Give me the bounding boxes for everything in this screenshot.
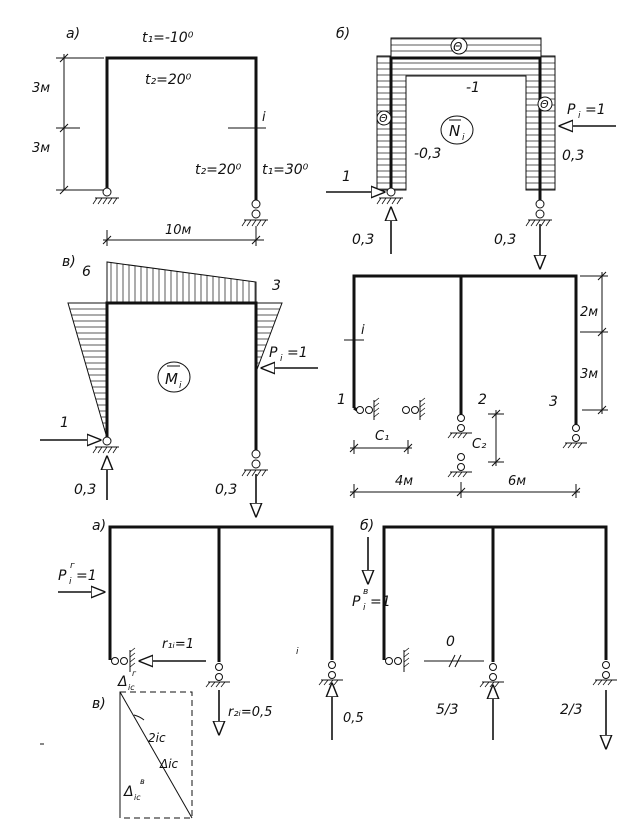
svg-text:1: 1: [60, 415, 69, 431]
value-minus-03: -0,3: [414, 146, 441, 162]
svg-text:i: i: [296, 647, 299, 657]
dim-10m: 10м: [165, 223, 192, 238]
svg-text:2/3: 2/3: [560, 702, 583, 718]
moment-left-area: [67, 302, 108, 439]
reaction-left-value: 0,3: [352, 232, 374, 248]
svg-text:Δ: Δ: [117, 674, 128, 690]
panel-multispan-frame: i 1 2 3 С₁ С₂: [337, 271, 608, 498]
reaction-r1-label: r₁ᵢ=1: [162, 637, 194, 652]
left-force-label: 1: [342, 169, 351, 185]
svg-text:г: г: [132, 669, 137, 678]
reaction-r2-label: r₂ᵢ=0,5: [228, 705, 272, 720]
minus-circle-left: [376, 110, 392, 126]
minus-circle-top: [450, 37, 468, 55]
svg-text:3м: 3м: [580, 367, 598, 382]
frame-b: [389, 56, 542, 200]
svg-text:6м: 6м: [508, 474, 526, 489]
svg-text:=1: =1: [585, 102, 606, 118]
svg-text:i: i: [280, 354, 283, 364]
temp-t1-top: t₁=-10⁰: [142, 30, 194, 46]
svg-text:0,3: 0,3: [74, 482, 96, 498]
dim-3m-upper: 3м: [32, 81, 50, 96]
temp-t2-top: t₂=20⁰: [145, 72, 192, 88]
svg-text:г: г: [70, 561, 75, 571]
panel-v-moment-diagram: в) 6 3 M i P i =1 1 0,3 0,3: [40, 254, 318, 516]
frame-a2: [108, 525, 334, 662]
panel-b2-vertical-unit-load: б) P в i =1 0 5/3 2/3: [352, 518, 617, 748]
frame-b2: [382, 525, 608, 662]
svg-text:С₁: С₁: [375, 429, 389, 444]
svg-text:i: i: [578, 111, 581, 121]
value-minus-1: -1: [466, 80, 480, 96]
svg-text:0,3: 0,3: [215, 482, 237, 498]
svg-text:в: в: [363, 587, 368, 597]
n-diagram-area: [376, 37, 556, 191]
panel-a2-horizontal-unit-load: а) P г i =1 r₁ᵢ=1 r₂ᵢ=0,5 0,5 i: [58, 518, 364, 740]
roller-support-right-bottom: [251, 209, 261, 219]
label-a: а): [66, 26, 80, 42]
svg-text:1: 1: [337, 392, 346, 408]
svg-text:в): в): [92, 696, 106, 712]
svg-text:2: 2: [478, 392, 487, 408]
svg-text:i: i: [179, 381, 182, 391]
zero-reaction: 0: [446, 634, 455, 650]
dim-3m-lower: 3м: [32, 141, 50, 156]
moment-value-3: 3: [272, 278, 281, 294]
moment-value-6: 6: [82, 264, 91, 280]
svg-text:2ic: 2ic: [148, 731, 166, 745]
svg-text:Θ: Θ: [453, 40, 463, 54]
svg-text:i: i: [69, 577, 72, 587]
svg-text:Θ: Θ: [540, 98, 549, 111]
temp-t2-bottom: t₂=20⁰: [195, 162, 242, 178]
frame-a: [105, 56, 258, 200]
panel-b-normal-force-diagram: б) Θ Θ Θ -1 -0,3 0,3 N i P i =1: [326, 26, 616, 268]
panel-v2-displacement-square: в) Δ ic г 2ic Δic Δ ic в: [92, 669, 193, 819]
svg-text:i: i: [361, 323, 365, 338]
svg-text:С₂: С₂: [472, 437, 486, 452]
svg-text:=1: =1: [287, 345, 308, 361]
svg-text:P: P: [58, 568, 67, 584]
node-i: i: [262, 110, 266, 125]
svg-text:2м: 2м: [580, 305, 598, 320]
moment-right-area: [255, 302, 283, 373]
svg-text:ic: ic: [134, 793, 141, 802]
svg-text:3: 3: [549, 394, 558, 410]
frame-v: [105, 301, 258, 450]
svg-text:P: P: [269, 345, 278, 361]
svg-text:б): б): [360, 518, 374, 534]
svg-text:=1: =1: [76, 568, 97, 584]
svg-text:4м: 4м: [395, 474, 413, 489]
force-pi-label: P: [567, 102, 576, 118]
roller-support-right-top: [251, 199, 261, 209]
moment-top-area: [106, 261, 257, 304]
label-v: в): [62, 254, 76, 270]
delta-diagonal: [119, 691, 193, 819]
label-b: б): [336, 26, 350, 42]
svg-text:Θ: Θ: [379, 112, 388, 125]
svg-text:5/3: 5/3: [436, 702, 459, 718]
svg-text:i: i: [363, 603, 366, 613]
temp-t1-right: t₁=30⁰: [262, 162, 309, 178]
svg-text:а): а): [92, 518, 106, 534]
frame-multispan: [352, 274, 578, 425]
svg-text:P: P: [352, 594, 361, 610]
value-03-right: 0,3: [562, 148, 584, 164]
diagram-name-n: N: [449, 122, 460, 140]
hinge-support-left: [102, 187, 112, 197]
panel-a-temperature-frame: а) i 3м 3м 10м t₁=-10⁰ t₂=20⁰ t₂=20⁰ t₁=…: [32, 26, 309, 246]
svg-text:в: в: [140, 777, 145, 786]
svg-text:=1: =1: [370, 594, 391, 610]
reaction-right-value: 0,3: [494, 232, 516, 248]
diagram-name-circle: [440, 115, 474, 145]
diagram-name-m: M: [165, 370, 178, 388]
svg-text:ic: ic: [128, 683, 135, 692]
svg-text:Δic: Δic: [159, 757, 179, 771]
svg-text:0,5: 0,5: [343, 711, 364, 726]
svg-text:i: i: [462, 133, 465, 143]
svg-text:Δ: Δ: [123, 784, 134, 800]
minus-circle-right: [537, 96, 553, 112]
